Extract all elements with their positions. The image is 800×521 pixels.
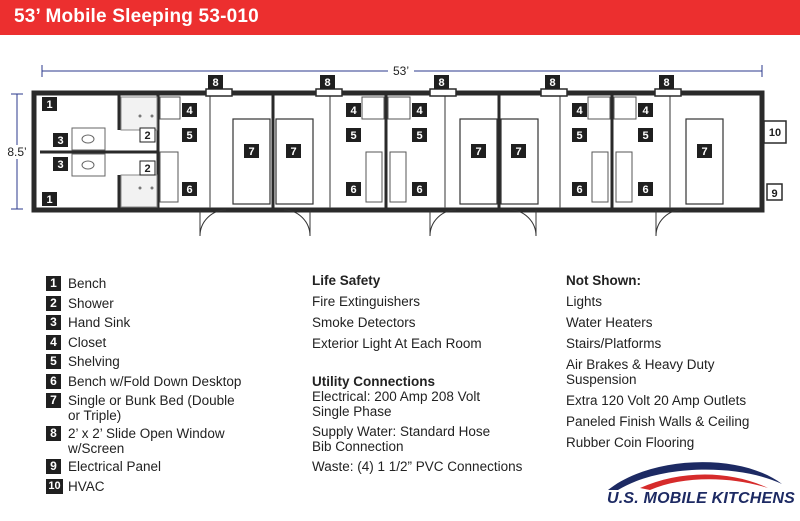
list-item: Water Heaters (566, 315, 653, 330)
svg-text:9: 9 (771, 188, 777, 200)
svg-text:2: 2 (144, 130, 150, 142)
list-item: Single Phase (312, 404, 392, 419)
showers (120, 96, 158, 208)
electrical-panel-unit (766, 183, 783, 201)
list-item: Extra 120 Volt 20 Amp Outlets (566, 393, 747, 408)
svg-text:8: 8 (549, 77, 555, 89)
list-item: Fire Extinguishers (312, 294, 421, 309)
list-item: Rubber Coin Flooring (566, 435, 695, 450)
svg-text:7: 7 (248, 146, 254, 158)
list-item: Paneled Finish Walls & Ceiling (566, 414, 750, 429)
svg-text:8: 8 (663, 77, 669, 89)
life-safety-section: Life Safety Fire Extinguishers Smoke Det… (312, 273, 482, 351)
width-label: 8.5’ (7, 145, 26, 159)
svg-text:4: 4 (642, 105, 649, 117)
svg-text:2: 2 (144, 163, 150, 175)
svg-text:4: 4 (186, 105, 193, 117)
plan-markers: 1 1 2 2 3 3 4 4 4 4 4 5 5 5 5 5 6 6 6 6 … (42, 75, 781, 206)
section-heading: Utility Connections (312, 374, 436, 389)
svg-text:5: 5 (576, 130, 582, 142)
interior-walls (40, 95, 614, 208)
svg-text:6: 6 (350, 184, 356, 196)
svg-text:7: 7 (701, 146, 707, 158)
list-item: Waste: (4) 1 1/2” PVC Connections (312, 459, 523, 474)
list-item: Stairs/Platforms (566, 336, 662, 351)
section-heading: Not Shown: (566, 273, 641, 288)
logo-swoosh (608, 462, 782, 490)
page-title: 53’ Mobile Sleeping 53-010 (14, 6, 259, 27)
svg-text:3: 3 (57, 159, 63, 171)
svg-text:7: 7 (290, 146, 296, 158)
svg-text:8: 8 (324, 77, 330, 89)
svg-text:1: 1 (46, 99, 52, 111)
svg-text:8: 8 (212, 77, 218, 89)
svg-text:5: 5 (186, 130, 192, 142)
list-item: Lights (566, 294, 603, 309)
svg-text:5: 5 (642, 130, 648, 142)
svg-text:7: 7 (475, 146, 481, 158)
sinks (71, 127, 106, 177)
svg-text:1: 1 (46, 194, 52, 206)
doors (199, 209, 683, 237)
svg-text:6: 6 (576, 184, 582, 196)
svg-text:6: 6 (642, 184, 648, 196)
list-item: Electrical: 200 Amp 208 Volt (312, 389, 481, 404)
svg-text:4: 4 (350, 105, 357, 117)
svg-text:6: 6 (186, 184, 192, 196)
list-item: Supply Water: Standard Hose (312, 424, 491, 439)
svg-text:8: 8 (438, 77, 444, 89)
logo: U.S. MOBILE KITCHENS (607, 490, 796, 507)
header-bar: 53’ Mobile Sleeping 53-010 (0, 0, 800, 35)
svg-text:3: 3 (57, 135, 63, 147)
svg-text:5: 5 (350, 130, 356, 142)
list-item: Bib Connection (312, 439, 404, 454)
not-shown-section: Not Shown: Lights Water Heaters Stairs/P… (566, 273, 749, 450)
svg-text:4: 4 (576, 105, 583, 117)
svg-text:6: 6 (416, 184, 422, 196)
floor-plan: 53’ 8.5’ (4, 63, 787, 237)
svg-text:5: 5 (416, 130, 422, 142)
svg-text:4: 4 (416, 105, 423, 117)
beds (232, 118, 724, 205)
list-item: Exterior Light At Each Room (312, 336, 482, 351)
list-item: Air Brakes & Heavy Duty (566, 357, 715, 372)
hvac-unit (763, 120, 787, 144)
list-item: Suspension (566, 372, 637, 387)
section-heading: Life Safety (312, 273, 381, 288)
length-label: 53’ (393, 64, 409, 78)
list-item: Smoke Detectors (312, 315, 416, 330)
svg-text:7: 7 (515, 146, 521, 158)
closets (159, 96, 637, 203)
utility-section: Utility Connections Electrical: 200 Amp … (312, 374, 522, 474)
svg-text:10: 10 (769, 127, 781, 139)
